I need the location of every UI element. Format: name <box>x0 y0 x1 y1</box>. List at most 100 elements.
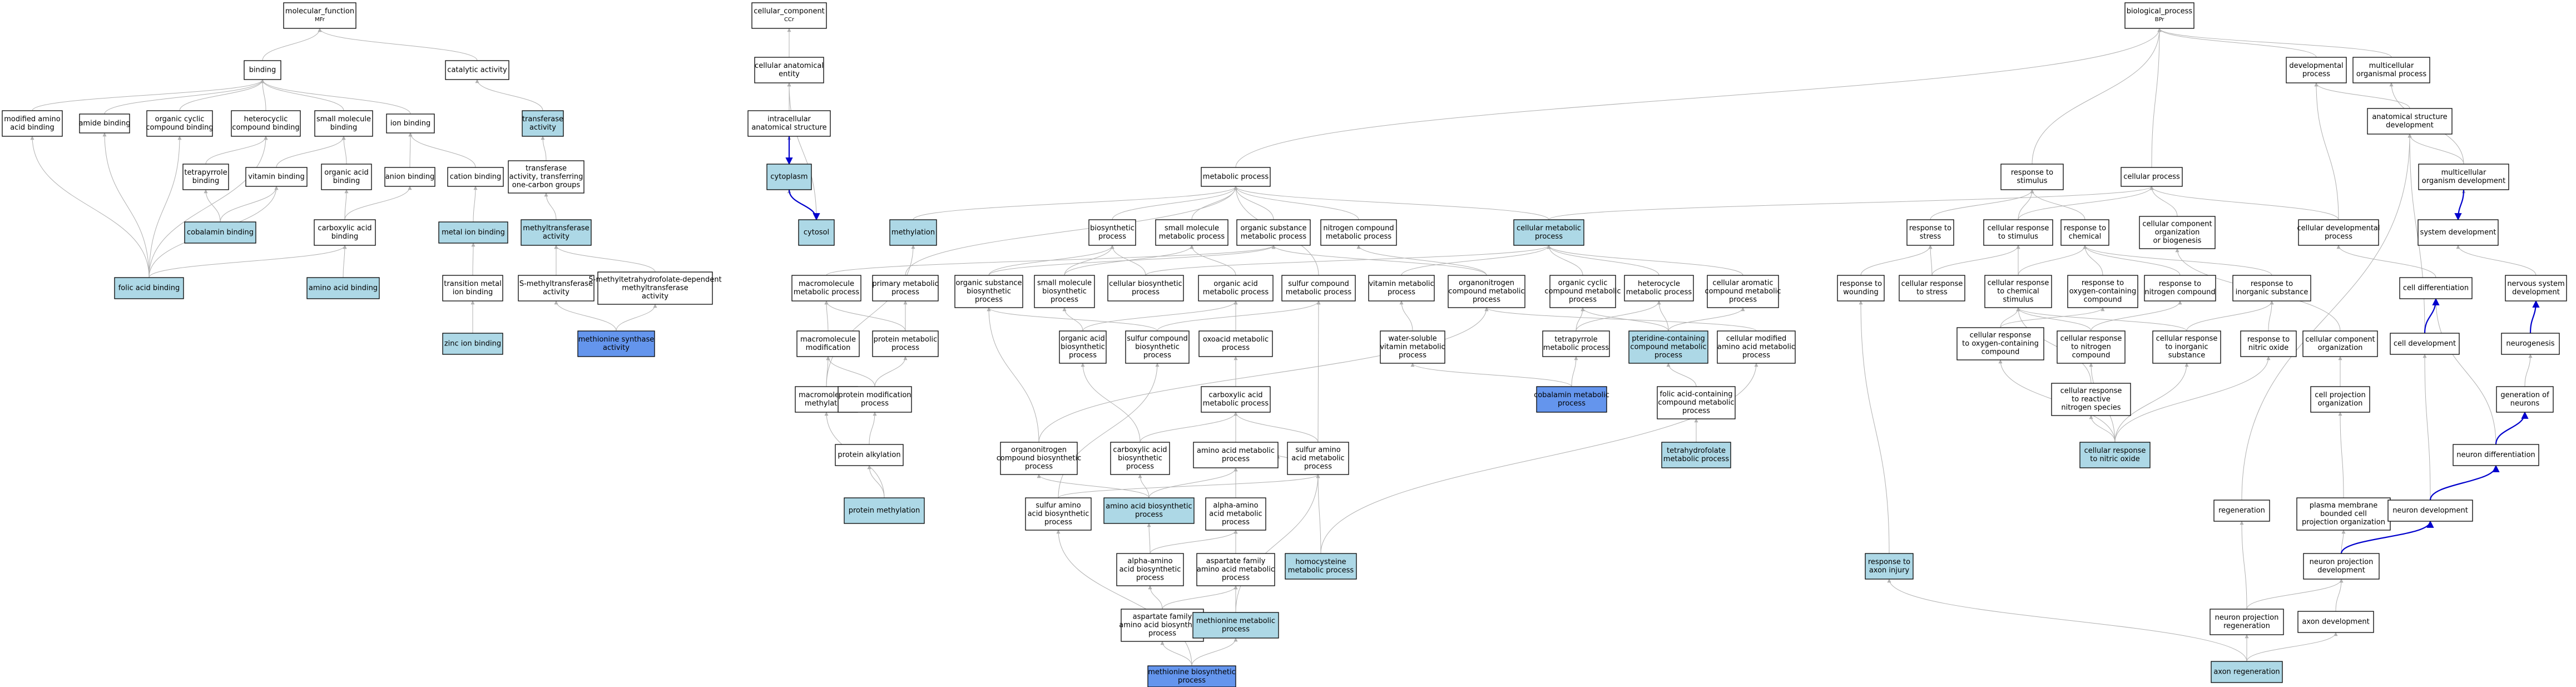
go-term-node-regen[interactable]: regeneration <box>2213 500 2270 522</box>
go-term-node-neurdev[interactable]: neuron development <box>2387 500 2473 522</box>
go-term-node-mthf_dep[interactable]: 5-methyltetrahydrofolate-dependentmethyl… <box>588 271 722 305</box>
go-term-node-ionb[interactable]: ion binding <box>386 113 435 134</box>
go-term-node-protalk[interactable]: protein alkylation <box>835 444 904 466</box>
go-term-node-anion_b[interactable]: anion binding <box>384 167 435 187</box>
go-term-node-amide[interactable]: amide binding <box>78 113 131 134</box>
go-term-node-metalion[interactable]: metal ion binding <box>438 221 508 244</box>
go-term-node-celldiff[interactable]: cell differentiation <box>2399 277 2473 299</box>
go-term-node-sysdev[interactable]: system development <box>2418 219 2499 246</box>
go-term-node-cobalamin_b[interactable]: cobalamin binding <box>184 221 256 244</box>
go-term-node-metproc[interactable]: metabolic process <box>1201 167 1271 187</box>
go-term-node-axondev[interactable]: axon development <box>2297 611 2374 633</box>
go-term-node-cytoplasm[interactable]: cytoplasm <box>766 164 812 190</box>
go-term-node-cellddev[interactable]: cell development <box>2390 333 2460 355</box>
go-term-node-aminoacid_b[interactable]: amino acid binding <box>306 277 380 299</box>
go-term-node-cytosol[interactable]: cytosol <box>798 219 835 246</box>
go-term-node-axonregen[interactable]: axon regeneration <box>2211 661 2283 683</box>
go-term-node-neurdiff[interactable]: neuron differentiation <box>2453 444 2539 466</box>
go-term-node-methylation[interactable]: methylation <box>889 219 937 246</box>
go-term-node-catalytic[interactable]: catalytic activity <box>445 60 509 80</box>
go-term-node-vitamin_b[interactable]: vitamin binding <box>245 167 308 187</box>
go-term-node-cellproc[interactable]: cellular process <box>2121 167 2183 187</box>
go-term-node-binding[interactable]: binding <box>244 60 281 80</box>
